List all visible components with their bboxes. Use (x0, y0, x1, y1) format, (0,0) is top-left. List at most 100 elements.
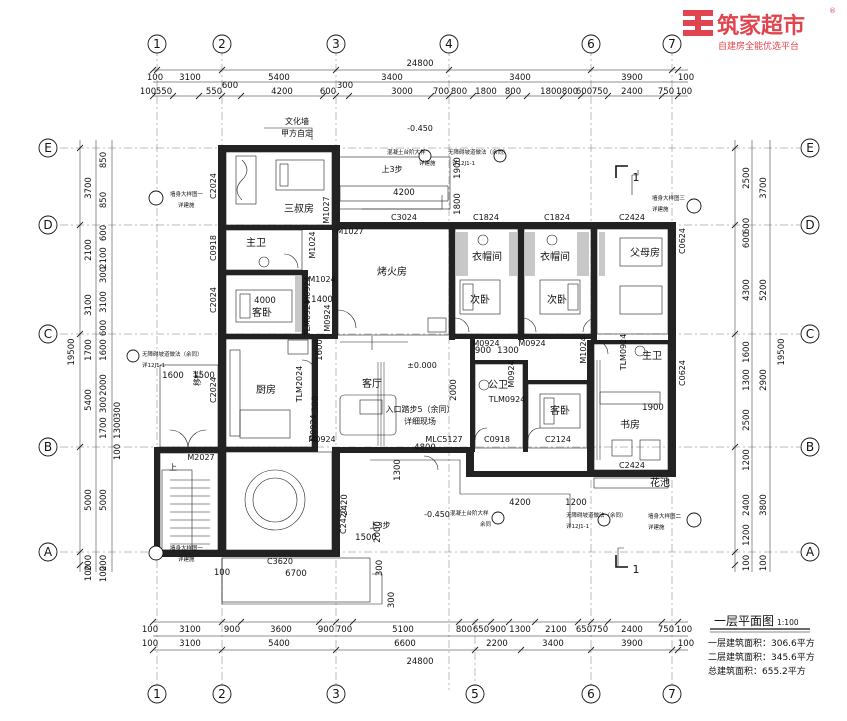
dim-text: 550 (156, 87, 172, 97)
step-label: 上3步 (381, 165, 402, 174)
dim-text: 600 (99, 225, 109, 241)
room-name: 衣帽间 (540, 250, 570, 263)
dim-text: 550 (206, 87, 222, 97)
area-floor-2: 二层建筑面积：345.6平方 (708, 651, 815, 663)
dim-text: 3900 (621, 73, 643, 83)
callout-note: 墙身大样图二 (648, 512, 682, 520)
dim-text: 1500 (193, 371, 215, 381)
dim-text: 2900 (759, 369, 769, 391)
window-label: C0918 (209, 235, 218, 261)
door-label: TLM0924 (303, 300, 312, 338)
dim-text: 1400 (311, 295, 333, 305)
door-label: M0924 (303, 276, 312, 303)
dim-text: 100 (678, 73, 694, 83)
dim-text: 2400 (621, 625, 643, 635)
dim-text: 100 (147, 73, 163, 83)
room-name: 公卫 (488, 380, 508, 391)
room-name: 次卧 (470, 293, 490, 306)
dim-text: 850 (99, 152, 109, 168)
door-label: TLM2024 (295, 366, 304, 404)
axis-col-4 (439, 34, 459, 54)
door-label: M1027 (322, 196, 331, 223)
dim-text: 2100 (545, 625, 567, 635)
window-label: C0918 (484, 435, 510, 444)
brand-registered: ® (829, 7, 836, 15)
dim-text: 100 (676, 87, 692, 97)
dim-text: 5400 (84, 389, 94, 411)
wardrobe-hatching (170, 232, 605, 545)
axis-col-label: 1 (153, 37, 161, 51)
dim-text: 1800 (540, 87, 562, 97)
axis-col-label: 7 (668, 37, 676, 51)
door-label: M0924 (323, 304, 332, 331)
room-name: 主卫 (642, 350, 662, 362)
dim-text: 2100 (84, 239, 94, 261)
door-label: TLM0924 (488, 395, 526, 404)
dim-text: 1300 (742, 369, 752, 391)
window-label: C2024 (209, 173, 218, 199)
door-label: M0924 (308, 435, 335, 444)
dim-text: 100 (113, 444, 123, 460)
dim-text: 850 (99, 192, 109, 208)
dim-left-total: 19500 (67, 338, 77, 365)
dim-text: 1700 (99, 417, 109, 439)
dim-text: 100 (759, 555, 769, 571)
door-label: M1024 (308, 231, 317, 258)
dim-text: 600 (742, 218, 752, 234)
axis-row-label: A (44, 545, 53, 559)
dim-text: 100 (99, 566, 109, 582)
dim-text: 3900 (621, 639, 643, 649)
axis-col-1 (147, 34, 167, 704)
dim-text: 1300 (497, 346, 519, 356)
dim-text: 800 (451, 87, 467, 97)
room-name: 花池 (650, 476, 670, 489)
dim-text: 600 (576, 87, 592, 97)
dim-text: 3100 (99, 291, 109, 313)
note-label: 文化墙 (285, 116, 309, 126)
dim-text: 100 (142, 625, 158, 635)
dim-text: 3600 (270, 625, 292, 635)
dim-text: 2400 (742, 494, 752, 516)
window-label: C1824 (473, 213, 499, 222)
dim-text: 900 (490, 625, 506, 635)
exterior-steps (221, 127, 639, 605)
callout-note: 详12J1-1 (142, 361, 165, 369)
dim-text: 4800 (414, 443, 436, 453)
dim-text: 2500 (742, 409, 752, 431)
dim-top-total: 24800 (406, 59, 433, 69)
door-label: M1024 (579, 336, 588, 363)
interior-dimension-texts: 4200 4000 1400 1600 1500 900 1300 4800 1… (162, 157, 664, 608)
axis-row-label: E (44, 141, 52, 155)
dim-text: 200 (84, 555, 94, 571)
window-label: C2424 (619, 461, 645, 470)
callout-note: 详建施 (648, 523, 665, 531)
dim-text: 1800 (453, 193, 463, 215)
step-label: 上3步 (369, 521, 390, 530)
dim-text: 1600 (162, 371, 184, 381)
dim-text: 900 (475, 346, 491, 356)
door-swings (169, 253, 609, 471)
axis-row-label: D (43, 218, 52, 232)
door-label: M0924 (518, 339, 545, 348)
room-name: 厨房 (256, 383, 276, 396)
axis-col-label: 4 (445, 37, 453, 51)
drawing-title: 一层平面图 (714, 614, 774, 628)
dim-text: 3100 (179, 73, 201, 83)
dim-text: 3100 (84, 294, 94, 316)
dim-text: 2000 (99, 374, 109, 396)
dim-text: 750 (592, 87, 608, 97)
dim-text: 1900 (453, 157, 463, 179)
callout-note: 详建施 (178, 201, 195, 209)
window-label: C0624 (678, 228, 687, 254)
dim-text: 750 (658, 87, 674, 97)
dim-text: 2000 (373, 521, 383, 543)
room-name: 三叔房 (284, 202, 314, 215)
dim-text: 4000 (254, 296, 276, 306)
dim-text: 100 (676, 625, 692, 635)
dim-text: 300 (113, 402, 123, 418)
dim-text: 1200 (742, 449, 752, 471)
room-name: 烤火房 (377, 265, 407, 278)
door-label: M1024 (308, 275, 335, 284)
door-label: M0924 (472, 339, 499, 348)
dim-text: 3700 (84, 177, 94, 199)
